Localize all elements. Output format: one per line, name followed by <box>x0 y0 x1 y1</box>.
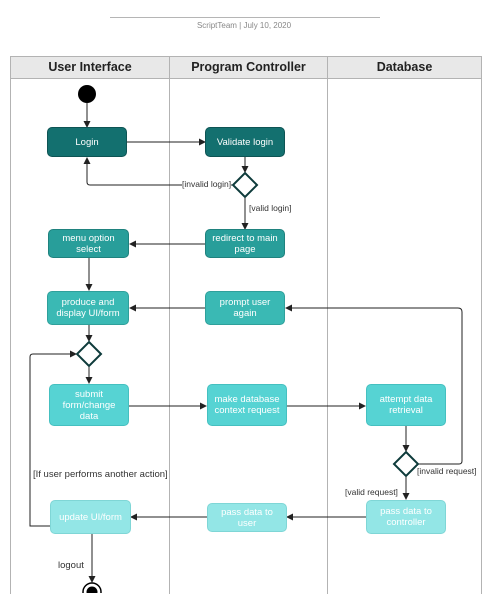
another-action-label: [If user performs another action] <box>33 469 168 480</box>
initial-node <box>78 85 96 103</box>
decision-action <box>75 340 103 368</box>
invalid-request-label: [invalid request] <box>417 466 477 476</box>
attempt-data-retrieval-node: attempt data retrieval <box>366 384 446 426</box>
menu-option-select-node: menu option select <box>48 229 129 258</box>
valid-login-label: [valid login] <box>249 203 292 213</box>
lane-header-database: Database <box>328 57 481 79</box>
decision-request <box>392 450 420 478</box>
lane-header-program-controller: Program Controller <box>170 57 327 79</box>
lane-header-user-interface: User Interface <box>11 57 169 79</box>
produce-display-ui-node: produce and display UI/form <box>47 291 129 325</box>
header-rule <box>110 17 380 18</box>
make-db-request-node: make database context request <box>207 384 287 426</box>
login-node: Login <box>47 127 127 157</box>
lane-divider <box>327 57 328 594</box>
logout-label: logout <box>58 560 84 571</box>
decision-login <box>231 171 259 199</box>
lane-divider <box>169 57 170 594</box>
swimlane-diagram: User Interface Program Controller Databa… <box>10 56 482 594</box>
pass-data-to-controller-node: pass data to controller <box>366 500 446 534</box>
update-ui-form-node: update UI/form <box>50 500 131 534</box>
redirect-main-page-node: redirect to main page <box>205 229 285 258</box>
valid-request-label: [valid request] <box>345 487 398 497</box>
validate-login-node: Validate login <box>205 127 285 157</box>
pass-data-to-user-node: pass data to user <box>207 503 287 532</box>
prompt-user-again-node: prompt user again <box>205 291 285 325</box>
invalid-login-label: [invalid login] <box>182 179 232 189</box>
submit-form-node: submit form/change data <box>49 384 129 426</box>
document-meta: ScriptTeam | July 10, 2020 <box>196 21 292 30</box>
